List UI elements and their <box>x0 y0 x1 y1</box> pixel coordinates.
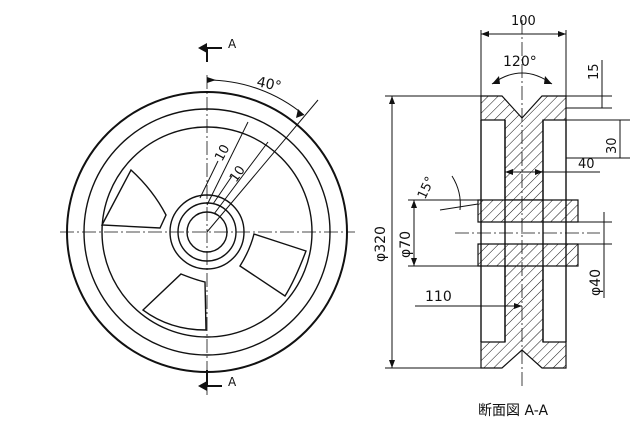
rim-top-section <box>480 95 567 201</box>
bore-dia-label: φ40 <box>588 269 604 296</box>
front-view: A A 40° 10 10 <box>60 37 355 395</box>
rib-thickness-label-2: 10 <box>227 163 249 185</box>
rim-depth-label: 30 <box>605 137 620 154</box>
section-view: 100 120° 15 30 40 <box>373 14 630 419</box>
web-40-label: 40 <box>578 157 595 172</box>
dimension-hub-dia: φ70 <box>398 199 478 267</box>
width-100-label: 100 <box>511 14 536 29</box>
rim-bottom-section <box>480 264 567 369</box>
dimension-taper-angle: 15° <box>415 174 479 211</box>
dimension-width-100: 100 <box>480 14 567 96</box>
outer-dia-label: φ320 <box>373 226 389 262</box>
section-mark-top-label: A <box>228 37 237 51</box>
hub-length-label: 110 <box>425 289 452 305</box>
angle-dimension-40: 40° <box>206 74 319 233</box>
dimension-web-40: 40 <box>505 157 600 175</box>
spoke-window-right <box>239 233 307 297</box>
section-marker-bottom: A <box>198 370 237 391</box>
dimension-bore-dia: φ40 <box>578 212 612 298</box>
rib-thickness-label-1: 10 <box>212 142 233 164</box>
hub-dia-label: φ70 <box>398 231 414 258</box>
section-caption: 断面図 A-A <box>478 403 548 419</box>
dimension-groove-depth: 15 <box>566 60 612 109</box>
section-mark-bottom-label: A <box>228 375 237 389</box>
section-marker-top: A <box>198 37 237 62</box>
dimension-rim-depth: 30 <box>566 119 630 159</box>
dimension-groove-angle: 120° <box>491 54 553 85</box>
angle-40-label: 40° <box>255 74 283 95</box>
dimension-outer-dia: φ320 <box>373 95 481 369</box>
groove-depth-label: 15 <box>587 63 602 80</box>
hub-lower-section <box>477 243 579 267</box>
spoke-window-bottom <box>141 273 207 331</box>
groove-angle-label: 120° <box>503 54 537 70</box>
taper-angle-label: 15° <box>415 174 438 201</box>
hub-upper-section <box>477 199 579 223</box>
dimension-hub-length: 110 <box>415 289 522 309</box>
spoke-window-left <box>100 168 167 229</box>
